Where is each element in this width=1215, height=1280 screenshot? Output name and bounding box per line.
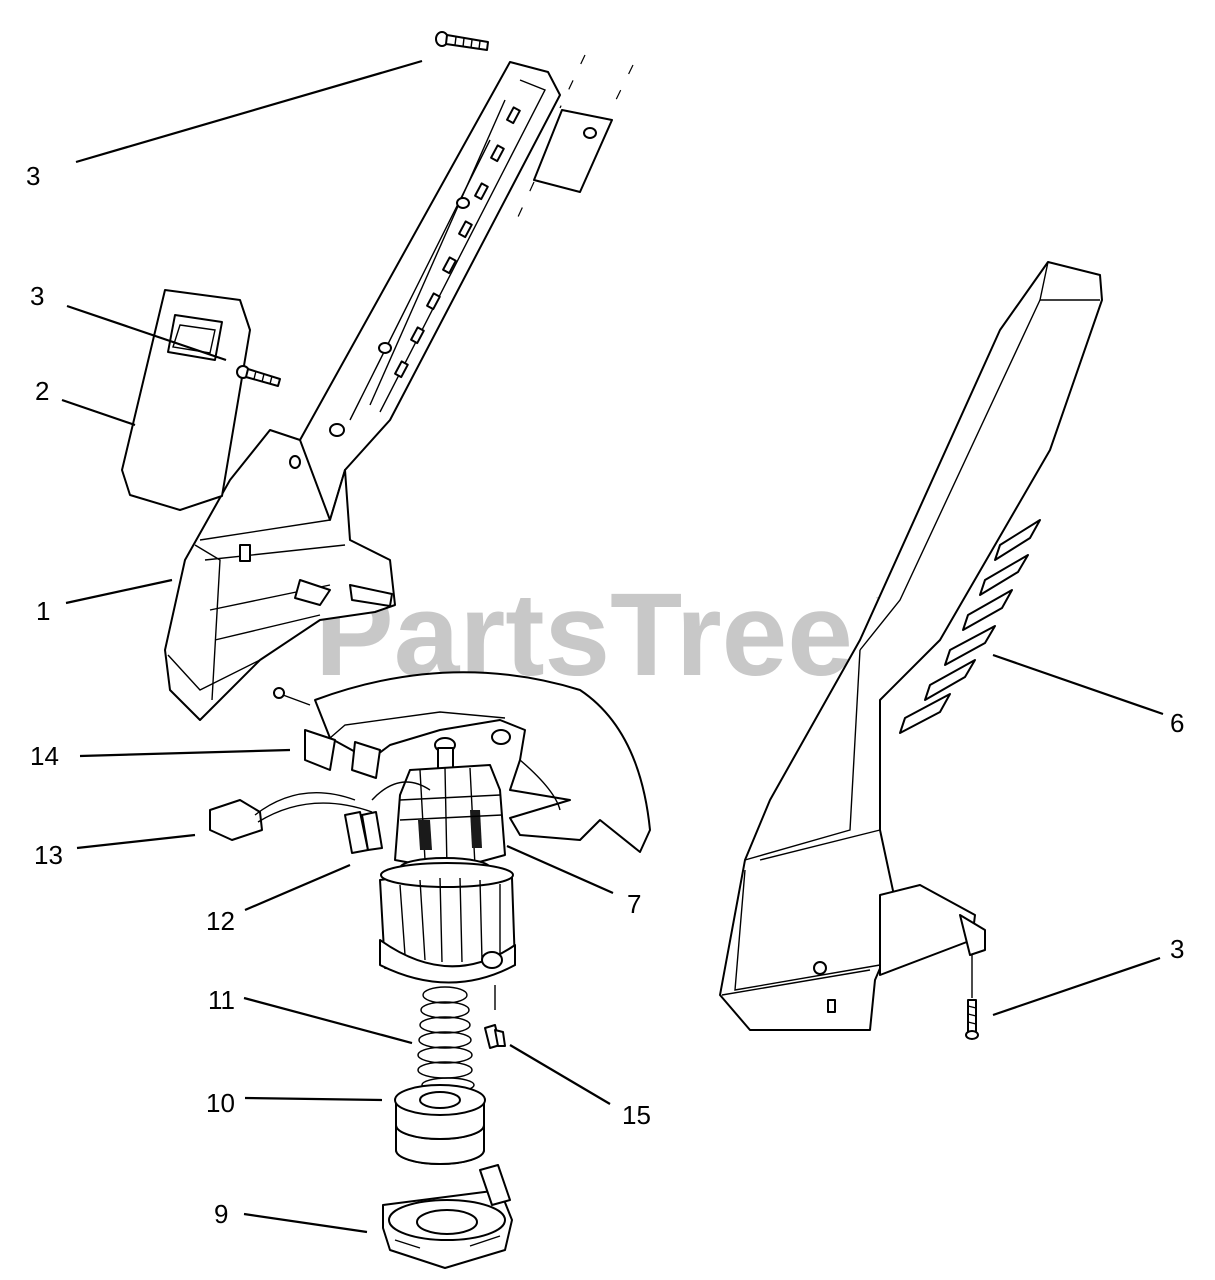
callout-11: 11 <box>208 985 235 1015</box>
callout-10: 10 <box>206 1088 235 1118</box>
callout-6: 6 <box>1170 708 1184 738</box>
housing-left-half <box>164 31 634 721</box>
screw-middle <box>236 365 281 387</box>
callout-14: 14 <box>30 741 59 771</box>
spool-cover <box>382 1164 513 1269</box>
callout-12: 12 <box>206 906 235 936</box>
screw-top <box>435 31 489 51</box>
wire-harness <box>209 781 431 854</box>
leader-lines <box>61 59 1164 1234</box>
label-plate <box>121 289 251 511</box>
callout-15: 15 <box>622 1100 651 1130</box>
fan-housing <box>379 862 516 984</box>
callout-3-right: 3 <box>1170 934 1184 964</box>
grip-slots <box>899 519 1041 734</box>
spool <box>394 1084 486 1165</box>
callout-13: 13 <box>34 840 63 870</box>
callout-labels: 3 3 2 1 14 13 12 11 10 9 7 15 6 3 <box>26 161 1184 1229</box>
callout-3-middle: 3 <box>30 281 44 311</box>
screw-bottom-right <box>965 955 979 1040</box>
guard <box>273 671 651 853</box>
spring <box>417 986 475 1093</box>
clip <box>484 985 506 1049</box>
callout-3-top: 3 <box>26 161 40 191</box>
callout-2: 2 <box>35 376 49 406</box>
callout-7: 7 <box>627 889 641 919</box>
callout-1: 1 <box>36 596 50 626</box>
shaft-ribs <box>329 106 521 437</box>
motor <box>394 737 506 879</box>
housing-right-half <box>719 261 1103 1031</box>
callout-9: 9 <box>214 1199 228 1229</box>
